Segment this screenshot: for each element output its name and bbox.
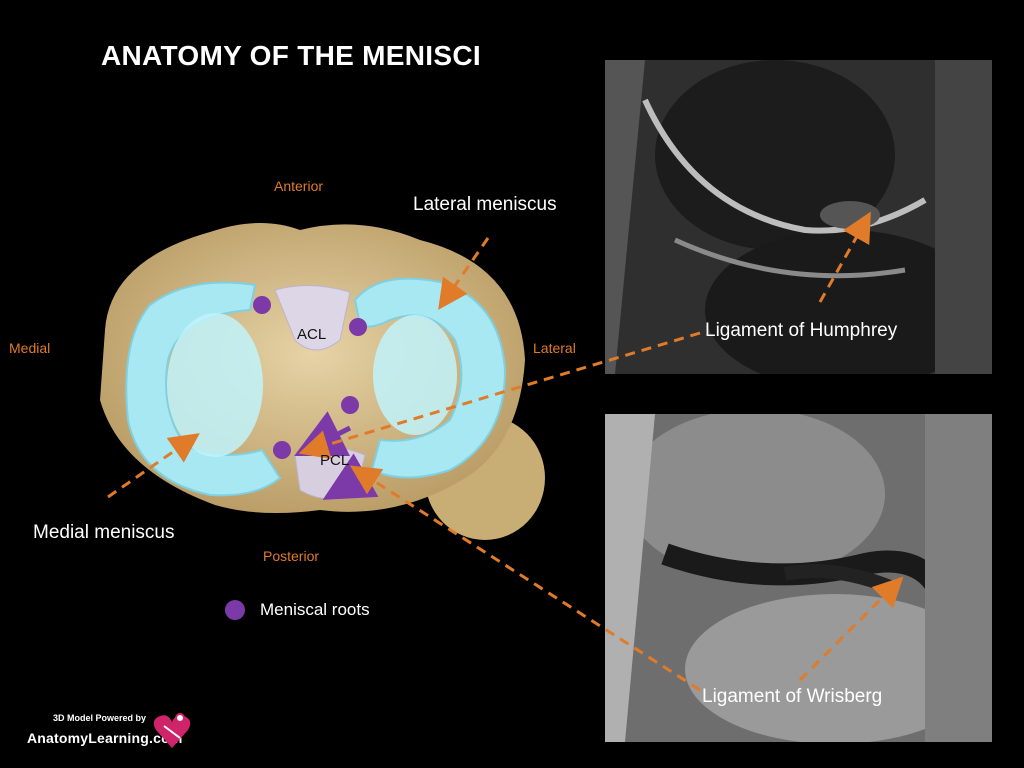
mri-top-image [605, 60, 992, 374]
credit-powered-by: 3D Model Powered by [53, 713, 147, 723]
arrow-wrisberg-to-mri [798, 576, 904, 682]
arrow-humphrey-to-mri [818, 211, 871, 303]
label-medial-meniscus: Medial meniscus [33, 522, 175, 543]
legend-root-dot [225, 600, 245, 620]
arrow-lateral-meniscus [438, 237, 490, 310]
label-medial: Medial [9, 340, 51, 356]
mri-bottom-image [605, 414, 992, 742]
label-ligament-wrisberg: Ligament of Wrisberg [702, 686, 883, 707]
meniscal-root-dot [253, 296, 271, 314]
meniscal-root-dot [273, 441, 291, 459]
credit-brand: AnatomyLearning.com [27, 730, 183, 746]
acl-ligament [274, 284, 351, 351]
meniscal-root-dot [349, 318, 367, 336]
page-title: ANATOMY OF THE MENISCI [101, 40, 481, 71]
label-lateral-meniscus: Lateral meniscus [413, 194, 557, 215]
pcl-label: PCL [320, 452, 349, 469]
label-anterior: Anterior [274, 178, 324, 194]
acl-label: ACL [297, 326, 326, 343]
legend-meniscal-roots: Meniscal roots [260, 600, 370, 619]
label-posterior: Posterior [263, 548, 320, 564]
mri-sagittal-top [605, 60, 992, 374]
medial-meniscus [125, 281, 282, 497]
label-lateral: Lateral [533, 340, 576, 356]
anatomylearning-heart-logo-icon [153, 713, 191, 748]
mri-sagittal-bottom [605, 414, 992, 742]
label-ligament-humphrey: Ligament of Humphrey [705, 320, 898, 341]
meniscal-root-dot [341, 396, 359, 414]
